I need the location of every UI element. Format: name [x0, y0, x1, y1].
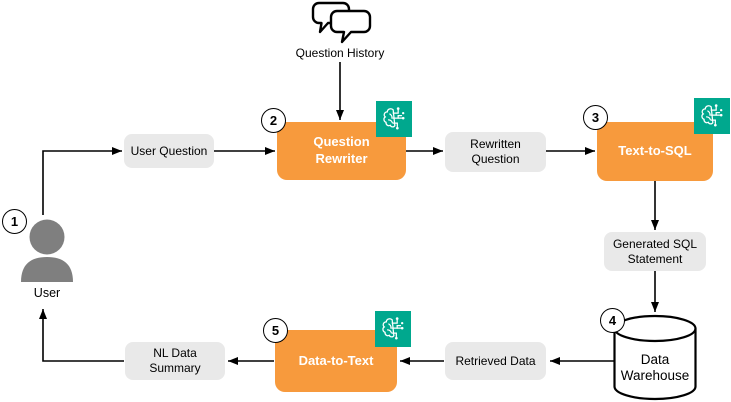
database-cylinder-icon [613, 314, 697, 401]
step-number: 2 [269, 113, 278, 128]
step-badge-1: 1 [2, 209, 27, 234]
step-number: 1 [10, 214, 19, 229]
node-data-to-text: Data-to-Text [275, 330, 397, 392]
step-badge-3: 3 [583, 105, 608, 130]
step-badge-4: 4 [600, 308, 625, 333]
connector-user-to-user-question [42, 147, 122, 215]
node-question-rewriter-label: Question Rewriter [313, 134, 370, 166]
node-generated-sql: Generated SQL Statement [604, 232, 706, 271]
user-label: User [33, 286, 61, 300]
connector-nlsummary-to-user [39, 309, 124, 362]
step-number: 5 [271, 323, 280, 338]
node-user-question-label: User Question [130, 143, 208, 158]
ai-brain-icon [376, 101, 412, 137]
node-text-to-sql-label: Text-to-SQL [618, 143, 692, 159]
node-nl-data-summary: NL Data Summary [125, 342, 225, 380]
node-generated-sql-label: Generated SQL Statement [612, 236, 698, 266]
ai-brain-icon [375, 311, 411, 347]
node-retrieved-data-label: Retrieved Data [455, 353, 536, 368]
node-data-to-text-label: Data-to-Text [298, 352, 374, 368]
node-data-warehouse: Data Warehouse [613, 314, 697, 401]
step-number: 3 [591, 110, 600, 125]
ai-brain-icon [694, 98, 730, 134]
node-retrieved-data: Retrieved Data [445, 342, 546, 380]
person-icon [18, 217, 76, 282]
node-rewritten-question: Rewritten Question [445, 132, 546, 172]
step-number: 4 [608, 313, 617, 328]
step-badge-2: 2 [261, 108, 286, 133]
node-text-to-sql: Text-to-SQL [597, 122, 713, 181]
question-history-label: Question History [295, 46, 385, 60]
node-user-question: User Question [124, 134, 214, 168]
node-nl-data-summary-label: NL Data Summary [149, 346, 201, 375]
step-badge-5: 5 [263, 318, 288, 343]
node-rewritten-question-label: Rewritten Question [470, 137, 521, 166]
node-data-warehouse-label: Data Warehouse [620, 352, 690, 384]
chat-bubbles-icon [300, 1, 378, 44]
